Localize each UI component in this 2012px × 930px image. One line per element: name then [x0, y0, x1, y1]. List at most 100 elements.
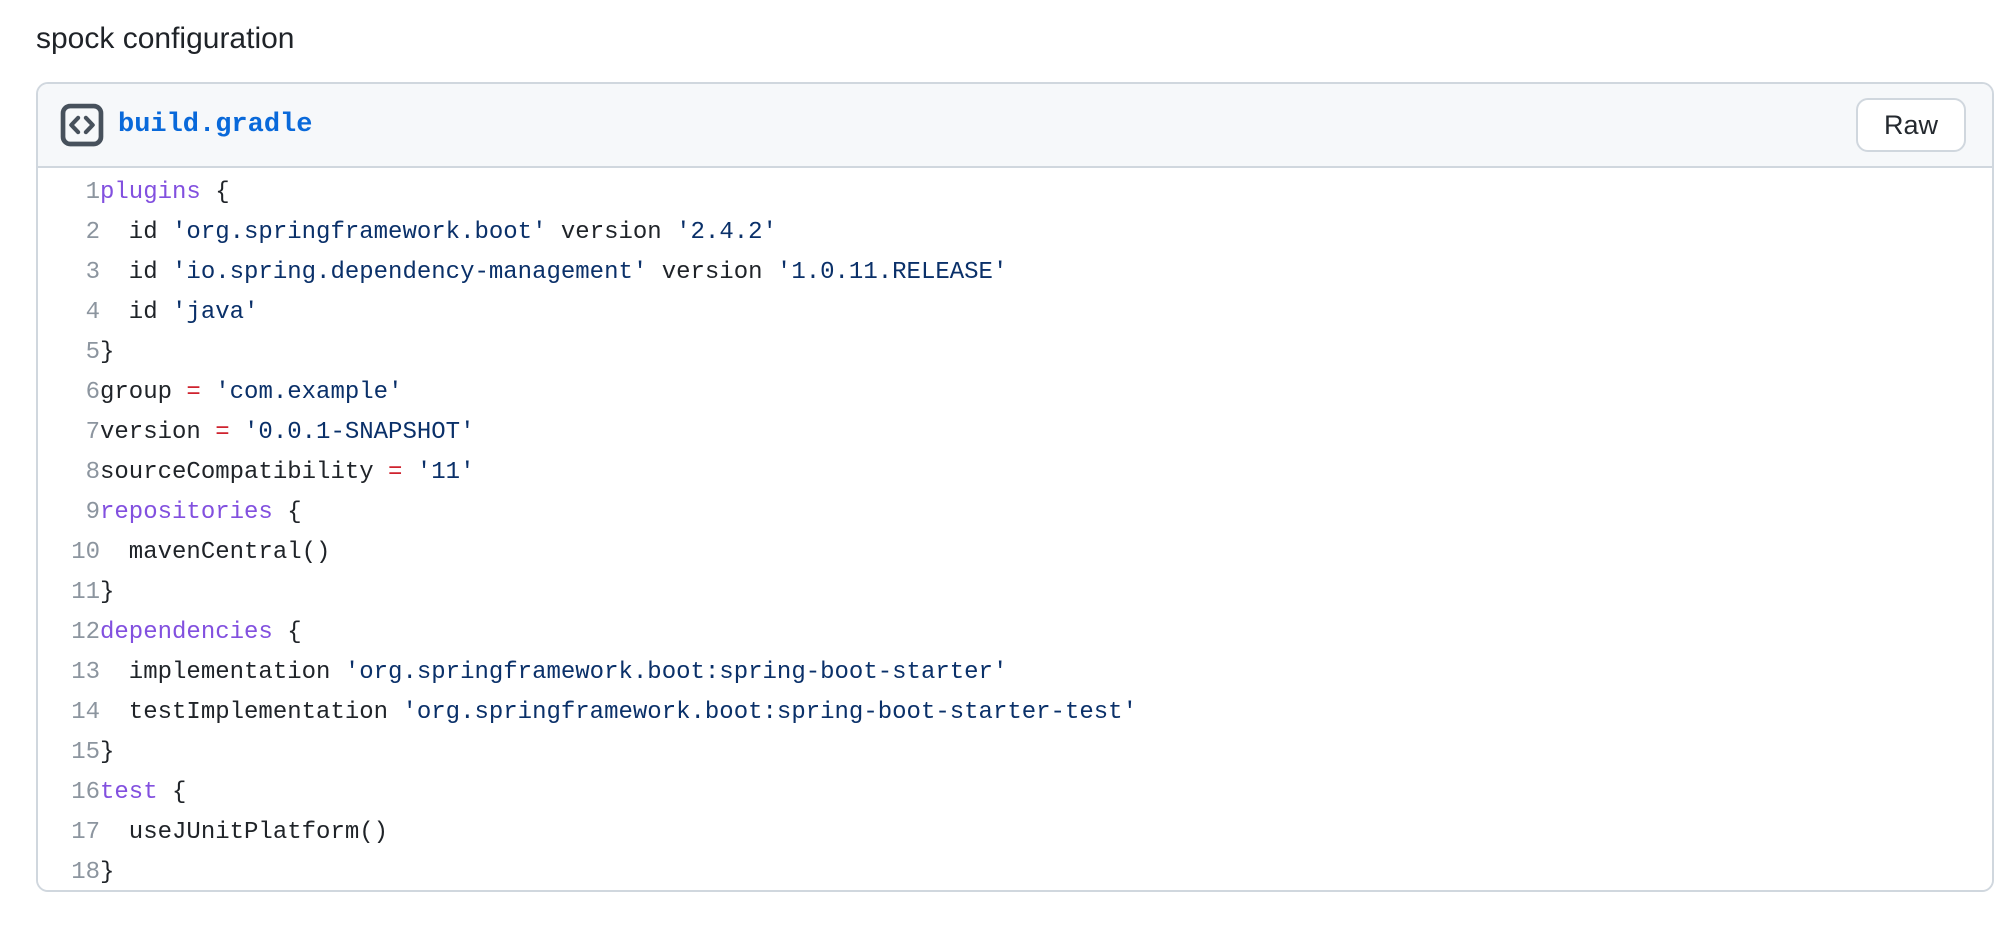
code-line-content: sourceCompatibility = '11'	[100, 453, 1992, 493]
code-token-plain: useJUnitPlatform()	[100, 819, 389, 846]
code-token-plain: version	[647, 259, 777, 286]
code-line: 2 id 'org.springframework.boot' version …	[38, 213, 1992, 253]
code-token-plain: {	[272, 619, 302, 646]
code-token-plain: {	[272, 499, 302, 526]
code-line: 13 implementation 'org.springframework.b…	[38, 653, 1992, 693]
line-number: 17	[71, 819, 100, 846]
code-line: 18}	[38, 853, 1992, 890]
raw-button[interactable]: Raw	[1855, 98, 1966, 152]
code-token-string: 'org.springframework.boot:spring-boot-st…	[344, 659, 1008, 686]
line-number: 10	[71, 539, 100, 566]
code-token-plain: version	[546, 219, 677, 246]
file-name-link[interactable]: build.gradle	[118, 110, 313, 140]
code-icon	[60, 103, 104, 147]
code-token-plain: group	[100, 379, 187, 406]
code-token-plain: }	[100, 579, 115, 606]
page-title: spock configuration	[36, 22, 295, 55]
code-line-content: }	[100, 853, 1992, 890]
code-line: 4 id 'java'	[38, 293, 1992, 333]
code-line-content: }	[100, 733, 1992, 773]
code-line: 3 id 'io.spring.dependency-management' v…	[38, 253, 1992, 293]
line-number: 5	[85, 339, 100, 366]
line-number: 13	[71, 659, 100, 686]
code-line-content: useJUnitPlatform()	[100, 813, 1992, 853]
line-number: 12	[71, 619, 100, 646]
line-number: 3	[85, 259, 100, 286]
code-token-plain: id	[100, 299, 173, 326]
line-number: 14	[71, 699, 100, 726]
code-token-operator: =	[215, 419, 230, 446]
code-token-operator: =	[186, 379, 201, 406]
code-token-keyword: plugins	[100, 179, 201, 206]
code-token-plain: mavenCentral()	[100, 539, 331, 566]
code-line-content: test {	[100, 773, 1992, 813]
line-number: 6	[85, 379, 100, 406]
code-line-content: dependencies {	[100, 613, 1992, 653]
code-token-plain	[402, 459, 416, 486]
code-token-plain: sourceCompatibility	[100, 459, 389, 486]
line-number: 16	[71, 779, 100, 806]
code-line-content: implementation 'org.springframework.boot…	[100, 653, 1992, 693]
code-token-plain: id	[100, 219, 173, 246]
code-line-content: plugins {	[100, 173, 1992, 213]
code-token-string: '2.4.2'	[676, 219, 777, 246]
code-token-string: 'io.spring.dependency-management'	[172, 259, 648, 286]
code-token-plain	[201, 379, 215, 406]
code-token-plain: testImplementation	[100, 699, 403, 726]
code-line: 15}	[38, 733, 1992, 773]
code-token-string: '1.0.11.RELEASE'	[776, 259, 1008, 286]
line-number: 18	[71, 859, 100, 886]
code-token-keyword: dependencies	[100, 619, 273, 646]
code-token-plain: version	[100, 419, 216, 446]
gist-header: build.gradle Raw	[38, 84, 1992, 168]
code-token-plain: }	[100, 339, 115, 366]
code-token-string: '0.0.1-SNAPSHOT'	[244, 419, 475, 446]
line-number: 1	[85, 179, 100, 206]
code-line-content: }	[100, 573, 1992, 613]
gist-header-left: build.gradle	[60, 103, 312, 147]
code-token-plain	[230, 419, 244, 446]
code-token-string: '11'	[416, 459, 475, 486]
line-number: 9	[85, 499, 100, 526]
code-line-content: testImplementation 'org.springframework.…	[100, 693, 1992, 733]
code-token-string: 'org.springframework.boot'	[172, 219, 547, 246]
code-line-content: group = 'com.example'	[100, 373, 1992, 413]
code-token-operator: =	[388, 459, 403, 486]
code-line-content: id 'java'	[100, 293, 1992, 333]
line-number: 15	[71, 739, 100, 766]
code-line-content: version = '0.0.1-SNAPSHOT'	[100, 413, 1992, 453]
line-number: 7	[85, 419, 100, 446]
code-token-plain: }	[100, 739, 115, 766]
code-line: 14 testImplementation 'org.springframewo…	[38, 693, 1992, 733]
code-line-content: mavenCentral()	[100, 533, 1992, 573]
code-token-keyword: test	[100, 779, 158, 806]
code-line: 10 mavenCentral()	[38, 533, 1992, 573]
code-line: 11}	[38, 573, 1992, 613]
code-token-string: 'org.springframework.boot:spring-boot-st…	[402, 699, 1137, 726]
code-line-content: id 'io.spring.dependency-management' ver…	[100, 253, 1992, 293]
code-token-plain: {	[157, 779, 187, 806]
code-line: 17 useJUnitPlatform()	[38, 813, 1992, 853]
code-token-plain: {	[200, 179, 230, 206]
code-line-content: id 'org.springframework.boot' version '2…	[100, 213, 1992, 253]
code-token-keyword: repositories	[100, 499, 273, 526]
code-token-string: 'java'	[172, 299, 259, 326]
code-token-plain: id	[100, 259, 173, 286]
code-token-plain: }	[100, 859, 115, 886]
code-token-plain: implementation	[100, 659, 345, 686]
line-number: 11	[71, 579, 100, 606]
line-number: 4	[85, 299, 100, 326]
code-line-content: repositories {	[100, 493, 1992, 533]
line-number: 8	[85, 459, 100, 486]
code-line: 5}	[38, 333, 1992, 373]
code-line-content: }	[100, 333, 1992, 373]
